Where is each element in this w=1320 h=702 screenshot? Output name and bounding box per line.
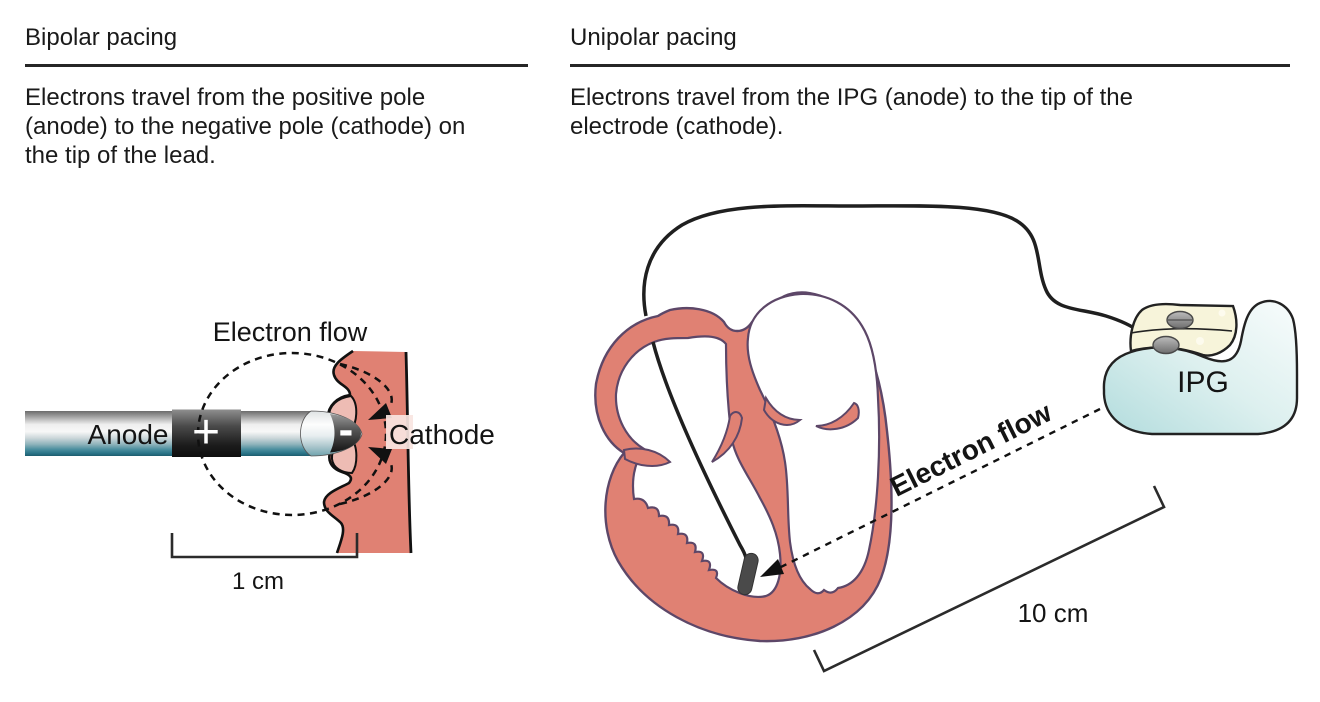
cathode-label-backdrop (386, 415, 413, 449)
valve-leaflet (711, 411, 744, 463)
unipolar-description-line: Electrons travel from the IPG (anode) to… (570, 84, 1133, 111)
valve-leaflet (762, 395, 803, 426)
anode-ring-electrode (172, 409, 241, 457)
ipg-label: IPG (1177, 366, 1229, 399)
ipg-device: IPG (1102, 299, 1299, 436)
tissue-wall-outer-edge (404, 351, 413, 554)
electron-flow-arc-top (339, 362, 393, 405)
anode-label: Anode (88, 419, 169, 450)
bipolar-lead-diagram: Electron flow Anode + - Cathode 1 cm (25, 317, 495, 595)
arrowhead-icon (760, 559, 784, 577)
valve-leaflet (622, 447, 672, 467)
bipolar-title-rule (25, 64, 528, 67)
arrowhead-icon (368, 447, 392, 464)
unipolar-heart-diagram: Electron flow IPG 10 cm (594, 203, 1299, 673)
plus-symbol: + (192, 406, 220, 459)
scale-label-1cm: 1 cm (232, 568, 284, 595)
bipolar-description-line: Electrons travel from the positive pole (25, 84, 426, 111)
cathode-label: Cathode (389, 419, 495, 450)
unipolar-description-line: electrode (cathode). (570, 113, 784, 140)
unipolar-title: Unipolar pacing (570, 24, 737, 51)
ipg-header-dot (1196, 337, 1204, 345)
electron-flow-dashed-line (778, 407, 1101, 570)
heart-chamber-right (746, 292, 881, 595)
lead-wire-outer (642, 203, 1142, 334)
unipolar-title-rule (570, 64, 1290, 67)
valve-leaflet (815, 401, 860, 431)
lead-shaft (25, 411, 173, 456)
electron-flow-label: Electron flow (213, 317, 368, 347)
measurement-bracket (170, 533, 359, 559)
electron-flow-label: Electron flow (885, 396, 1056, 502)
bipolar-title: Bipolar pacing (25, 24, 178, 51)
electrode-tip (737, 552, 759, 596)
bipolar-description-line: (anode) to the negative pole (cathode) o… (25, 113, 466, 140)
minus-symbol: - (339, 405, 354, 454)
electron-flow-arc-bottom (339, 463, 393, 506)
ipg-header-dot (1218, 309, 1226, 317)
lead-wire-inner (651, 341, 748, 559)
bipolar-description-line: the tip of the lead. (25, 142, 216, 169)
ipg-connector-port (1152, 335, 1180, 355)
cathode-tip-electrode (330, 414, 361, 453)
measurement-bracket (812, 485, 1166, 673)
scale-label-10cm: 10 cm (1018, 598, 1089, 628)
